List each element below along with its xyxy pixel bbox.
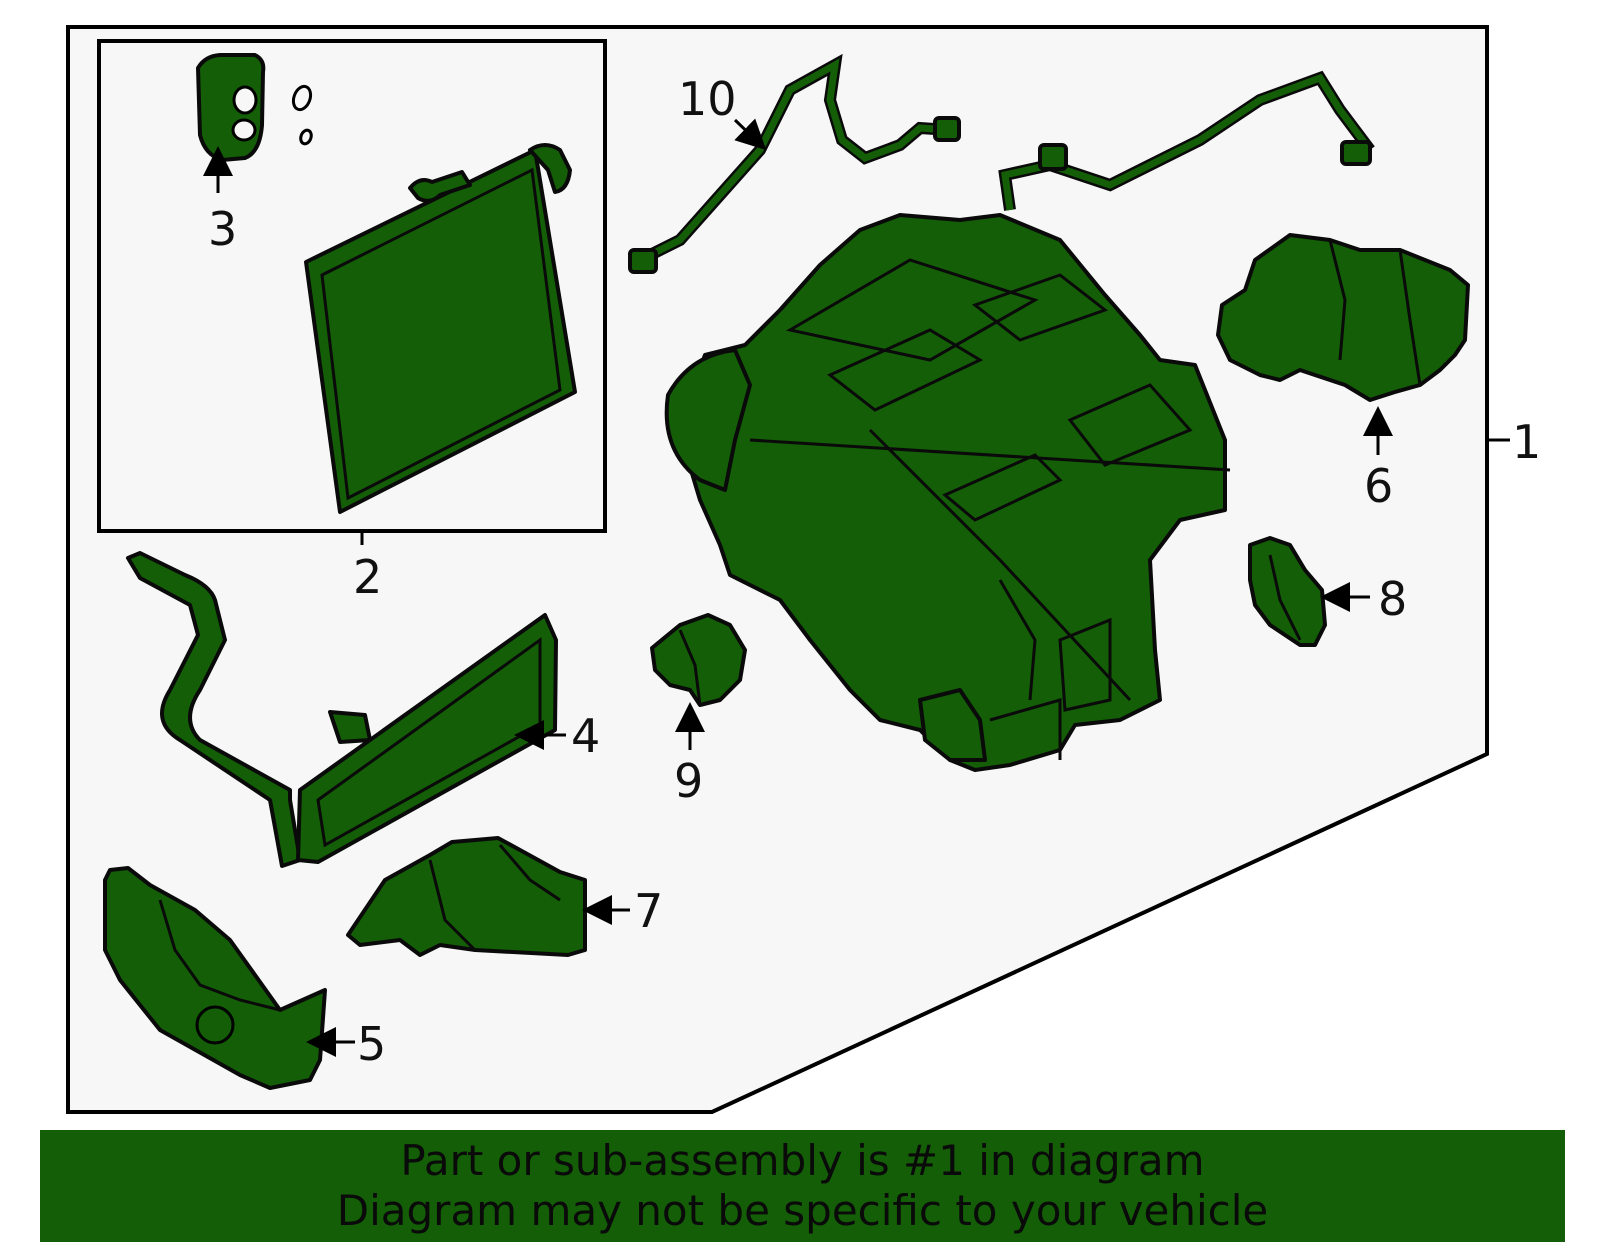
callout-6: 6 (1364, 459, 1393, 513)
floor-duct-part[interactable] (346, 836, 587, 957)
callout-9: 9 (674, 754, 703, 808)
o-ring-seals (291, 84, 313, 146)
blend-door-actuator-part[interactable] (1248, 536, 1327, 647)
leader-lines (203, 118, 1510, 1057)
callout-4: 4 (571, 709, 600, 763)
callout-7: 7 (634, 884, 663, 938)
callout-10: 10 (678, 72, 737, 126)
evaporator-inset-box (97, 39, 607, 533)
callout-2: 2 (353, 550, 382, 604)
evaporator-core-part[interactable] (304, 143, 577, 514)
disclaimer-line-1: Part or sub-assembly is #1 in diagram (400, 1136, 1205, 1185)
disclaimer-line-2: Diagram may not be specific to your vehi… (336, 1186, 1269, 1235)
hvac-case-assembly-part[interactable] (664, 213, 1231, 772)
recirc-door-actuator-part[interactable] (650, 613, 747, 707)
callout-3: 3 (208, 202, 237, 256)
expansion-valve-part[interactable] (196, 53, 266, 162)
rear-duct-part[interactable] (103, 866, 327, 1090)
wiring-harness-part[interactable] (628, 53, 1375, 274)
callout-1: 1 (1512, 415, 1541, 469)
callout-5: 5 (357, 1017, 386, 1071)
callout-8: 8 (1378, 572, 1407, 626)
heater-core-part[interactable] (126, 551, 558, 868)
disclaimer-banner: Part or sub-assembly is #1 in diagram Di… (40, 1130, 1565, 1242)
mode-door-housing-part[interactable] (1216, 233, 1470, 402)
